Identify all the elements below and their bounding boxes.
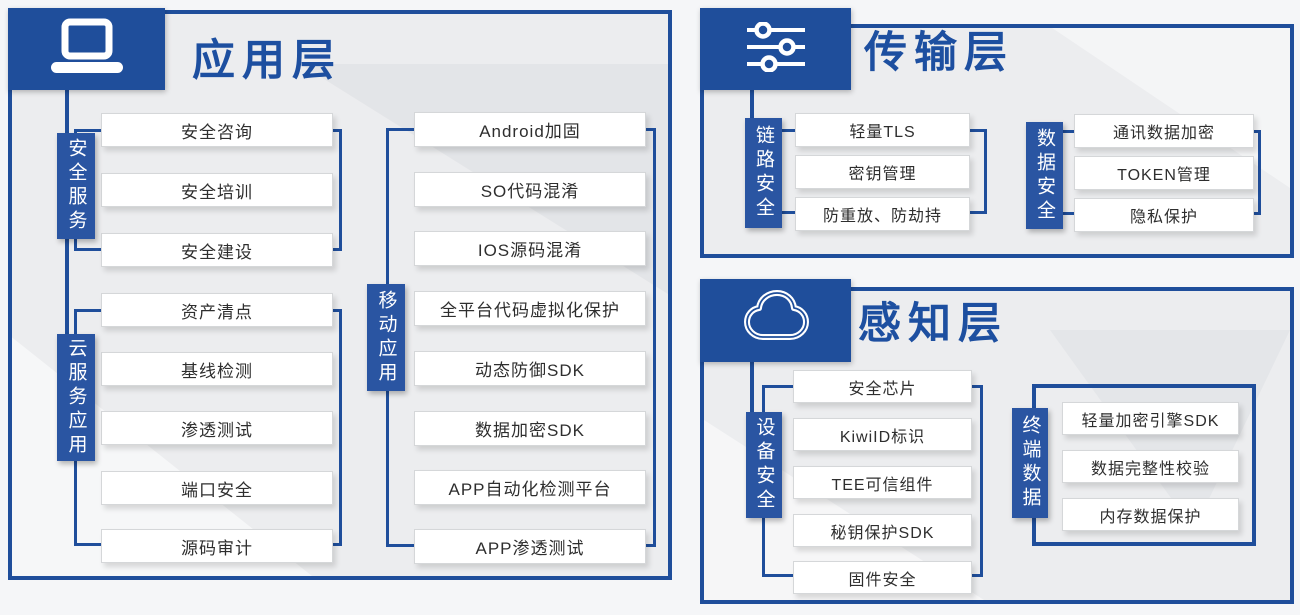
service-item: 内存数据保护 [1062, 498, 1239, 531]
service-item: 资产清点 [101, 293, 333, 327]
service-item: IOS源码混淆 [414, 231, 646, 266]
transport-layer-title: 传输层 [864, 29, 1014, 77]
service-item: 轻量TLS [795, 113, 970, 147]
service-item: 动态防御SDK [414, 351, 646, 386]
laptop-icon [48, 18, 126, 81]
service-item: TOKEN管理 [1074, 156, 1254, 190]
service-item: 密钥管理 [795, 155, 970, 189]
service-item: APP自动化检测平台 [414, 470, 646, 505]
cloud-icon [737, 289, 815, 352]
service-item: 端口安全 [101, 471, 333, 505]
group-label-mobile-app: 移动应用 [367, 284, 405, 391]
group-label-terminal-data: 终端数据 [1012, 408, 1048, 518]
group-label-data-security: 数据安全 [1026, 122, 1063, 229]
group-label-device-security: 设备安全 [746, 412, 782, 518]
application-layer-title: 应用层 [192, 37, 342, 85]
perception-layer-header [700, 279, 851, 362]
transport-layer-header [700, 8, 851, 90]
service-item: 轻量加密引擎SDK [1062, 402, 1239, 435]
service-item: TEE可信组件 [793, 466, 972, 499]
service-item: APP渗透测试 [414, 529, 646, 564]
group-label-cloud-service: 云服务应用 [57, 334, 95, 461]
group-label-security-service: 安全服务 [57, 133, 95, 239]
service-item: 安全建设 [101, 233, 333, 267]
service-item: 隐私保护 [1074, 198, 1254, 232]
service-item: 安全芯片 [793, 370, 972, 403]
service-item: 安全培训 [101, 173, 333, 207]
service-item: 全平台代码虚拟化保护 [414, 291, 646, 326]
service-item: 安全咨询 [101, 113, 333, 147]
service-item: 基线检测 [101, 352, 333, 386]
service-item: 源码审计 [101, 529, 333, 563]
service-item: 通讯数据加密 [1074, 114, 1254, 148]
perception-layer-title: 感知层 [858, 300, 1008, 348]
group-label-link-security: 链路安全 [745, 118, 782, 228]
service-item: 数据完整性校验 [1062, 450, 1239, 483]
connector-line [750, 360, 754, 455]
application-layer-header [8, 8, 165, 90]
service-item: Android加固 [414, 112, 646, 147]
service-item: KiwiID标识 [793, 418, 972, 451]
service-item: 渗透测试 [101, 411, 333, 445]
service-item: 防重放、防劫持 [795, 197, 970, 231]
sliders-icon [745, 20, 807, 77]
service-item: 数据加密SDK [414, 411, 646, 446]
service-item: 秘钥保护SDK [793, 514, 972, 547]
service-item: 固件安全 [793, 561, 972, 594]
service-item: SO代码混淆 [414, 172, 646, 207]
